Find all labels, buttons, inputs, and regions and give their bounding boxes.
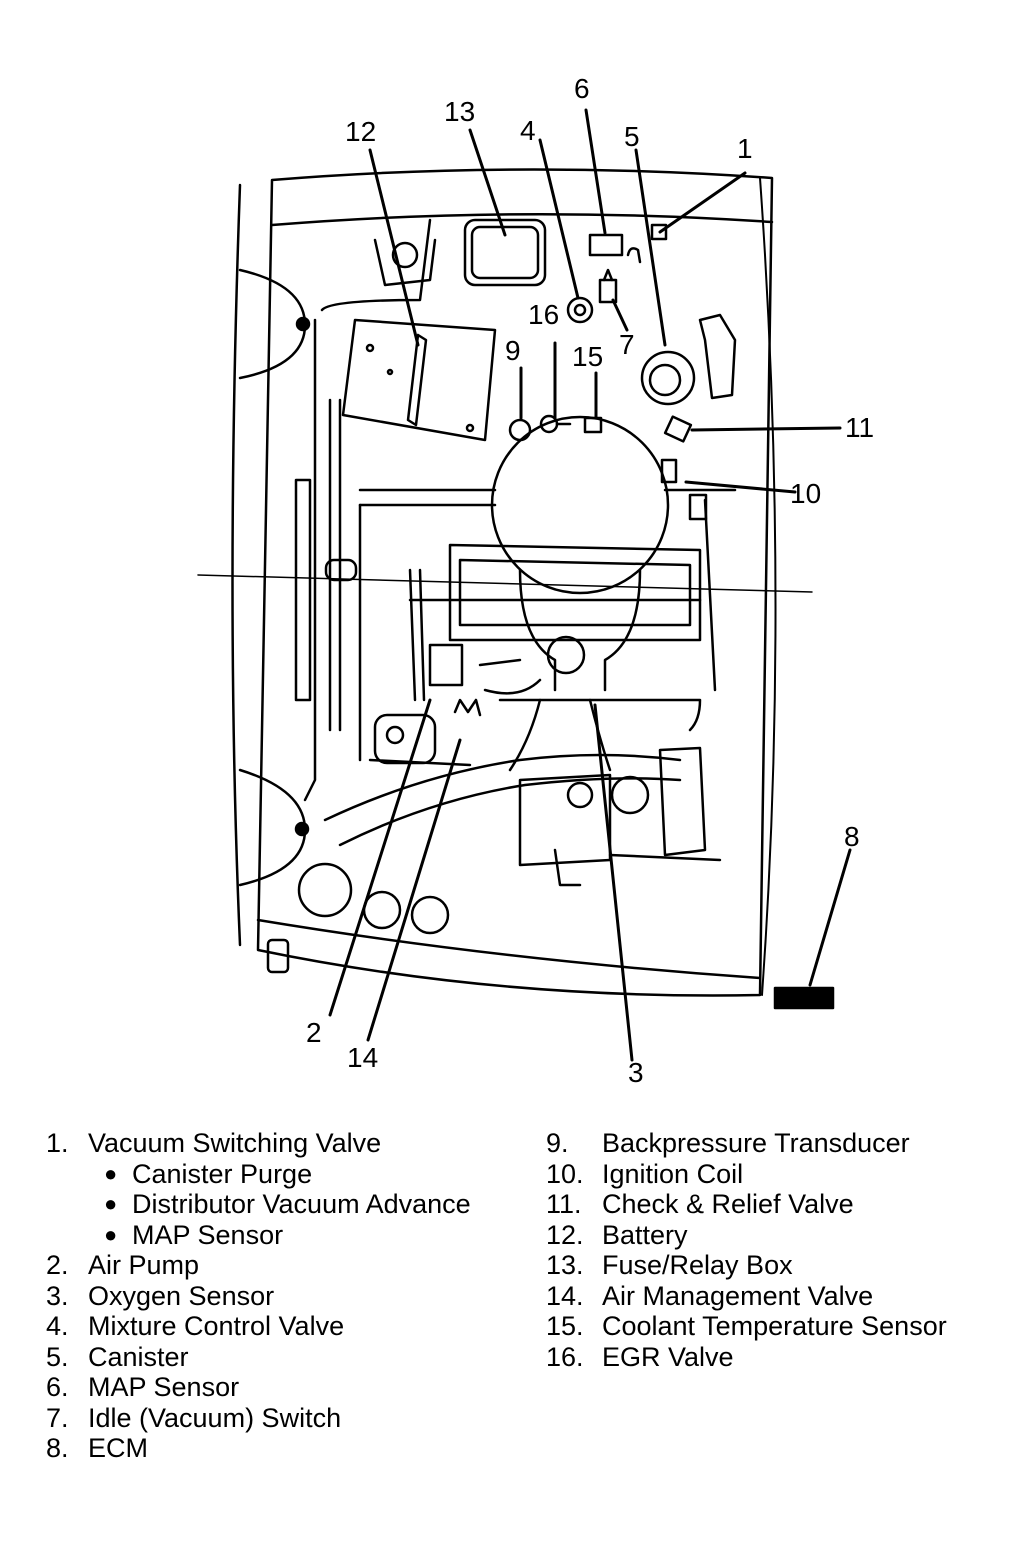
callout-8: 8 xyxy=(844,821,860,852)
check-relief-valve xyxy=(663,415,693,443)
centerline xyxy=(197,574,813,593)
legend-item: 16.EGR Valve xyxy=(546,1341,734,1372)
legend-right: 9.Backpressure Transducer 10.Ignition Co… xyxy=(546,1128,1026,1372)
legend-item: 13.Fuse/Relay Box xyxy=(546,1250,793,1280)
firewall-clip xyxy=(266,938,290,974)
legend-item: 8.ECM xyxy=(46,1433,148,1463)
legend-item: 7.Idle (Vacuum) Switch xyxy=(46,1402,342,1433)
headlight-icon xyxy=(238,268,311,380)
callout-2: 2 xyxy=(306,1017,322,1048)
canister xyxy=(640,313,737,406)
reservoir-cap xyxy=(373,238,437,287)
coolant-temperature-sensor xyxy=(583,416,603,434)
firewall-hole xyxy=(410,895,450,935)
headlight-icon xyxy=(238,768,310,887)
callout-12: 12 xyxy=(345,116,376,147)
callout-3: 3 xyxy=(628,1057,644,1088)
air-management-valve xyxy=(453,698,482,717)
bullet-icon: ● xyxy=(104,1160,118,1186)
legend-item: 6.MAP Sensor xyxy=(46,1372,240,1402)
callout-4: 4 xyxy=(520,115,536,146)
callout-5: 5 xyxy=(624,121,640,152)
callout-6: 6 xyxy=(574,73,590,104)
legend-item: 1.Vacuum Switching Valve xyxy=(46,1128,382,1158)
callout-1: 1 xyxy=(737,133,753,164)
callout-11: 11 xyxy=(845,412,874,443)
battery xyxy=(341,318,497,442)
legend-subitem: ●Canister Purge xyxy=(104,1158,313,1189)
legend-item: 15.Coolant Temperature Sensor xyxy=(546,1311,947,1341)
legend-left: 1.Vacuum Switching Valve ●Canister Purge… xyxy=(46,1128,536,1464)
vacuum-switching-valve xyxy=(626,223,668,264)
legend-item: 10.Ignition Coil xyxy=(546,1158,744,1189)
legend-item: 9.Backpressure Transducer xyxy=(546,1128,910,1158)
radiator-support xyxy=(294,218,432,802)
legend-item: 11.Check & Relief Valve xyxy=(546,1189,854,1219)
bullet-icon: ● xyxy=(104,1191,118,1216)
brake-booster xyxy=(518,746,722,887)
firewall-hole xyxy=(362,890,402,930)
egr-valve xyxy=(539,414,572,434)
fuse-relay-box xyxy=(463,218,547,287)
callout-10: 10 xyxy=(790,478,821,509)
bullet-icon: ● xyxy=(104,1221,118,1247)
callout-13: 13 xyxy=(444,96,475,127)
firewall-hole xyxy=(297,862,353,918)
engine-block xyxy=(358,488,737,762)
callout-14: 14 xyxy=(347,1042,378,1073)
leader-lines xyxy=(328,108,852,1062)
legend-item: 5.Canister xyxy=(46,1341,189,1372)
vehicle-body-outline xyxy=(231,168,777,997)
legend-item: 4.Mixture Control Valve xyxy=(46,1311,345,1341)
legend-item: 3.Oxygen Sensor xyxy=(46,1280,275,1311)
legend-item: 12.Battery xyxy=(546,1219,688,1250)
mixture-control-valve xyxy=(566,296,594,324)
callout-9: 9 xyxy=(505,335,521,366)
legend-subitem: ●Distributor Vacuum Advance xyxy=(104,1189,471,1219)
callout-7: 7 xyxy=(619,329,635,360)
ecm-module xyxy=(773,986,835,1010)
idle-switch xyxy=(598,268,618,304)
legend-subitem: ●MAP Sensor xyxy=(104,1219,284,1250)
air-cleaner xyxy=(490,415,670,692)
exhaust-manifold xyxy=(323,698,682,847)
map-sensor xyxy=(588,233,624,257)
engine-bay-diagram: 1 2 3 4 5 6 7 8 9 10 11 12 13 14 15 16 xyxy=(197,73,874,1088)
legend-item: 14.Air Management Valve xyxy=(546,1280,874,1311)
backpressure-transducer xyxy=(508,418,532,442)
callout-16: 16 xyxy=(528,299,559,330)
legend-item: 2.Air Pump xyxy=(46,1250,200,1280)
callout-15: 15 xyxy=(572,341,603,372)
